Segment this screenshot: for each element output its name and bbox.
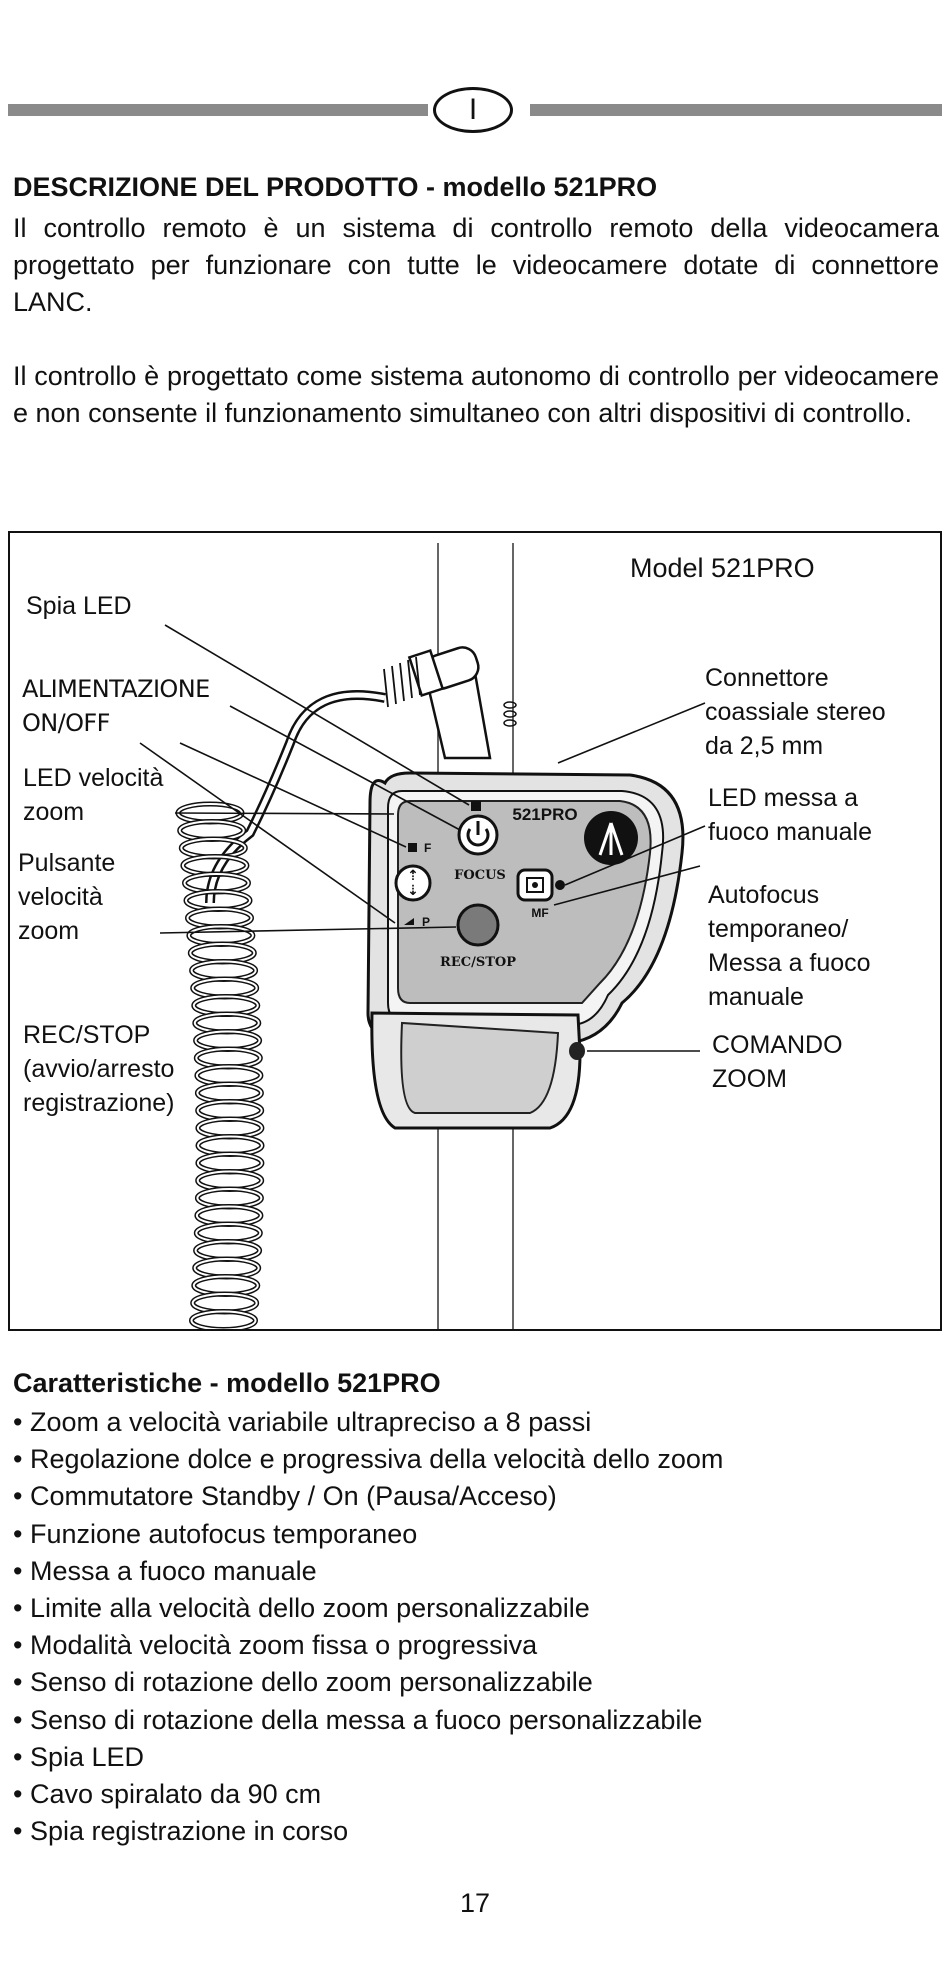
list-item: Funzione autofocus temporaneo bbox=[13, 1516, 723, 1553]
device-controls: ⇡ ⇣ 521PRO FOCUS REC/STOP MF F P bbox=[394, 801, 638, 970]
device-brand-label: 521PRO bbox=[512, 805, 577, 824]
svg-text:⇡: ⇡ bbox=[407, 868, 419, 884]
list-item: Zoom a velocità variabile ultrapreciso a… bbox=[13, 1404, 723, 1441]
description-paragraph-2: Il controllo è progettato come sistema a… bbox=[13, 361, 939, 428]
callout-connettore: Connettore coassiale stereo da 2,5 mm bbox=[705, 664, 886, 760]
list-item: Commutatore Standby / On (Pausa/Acceso) bbox=[13, 1478, 723, 1515]
cable-coil-highlight bbox=[190, 1310, 257, 1329]
device-p-label: P bbox=[422, 915, 430, 929]
remote-body bbox=[366, 771, 685, 1130]
callout-led-messa-fuoco: LED messa a fuoco manuale bbox=[708, 784, 873, 846]
callout-led-velocita: LED velocità zoom bbox=[23, 764, 164, 826]
led-indicator bbox=[471, 801, 481, 811]
coiled-cable bbox=[175, 690, 386, 1329]
features-list: Zoom a velocità variabile ultrapreciso a… bbox=[13, 1404, 723, 1850]
remote-control-illustration: ⇡ ⇣ 521PRO FOCUS REC/STOP MF F P bbox=[139, 543, 706, 1329]
description-paragraph-1: Il controllo remoto è un sistema di cont… bbox=[13, 213, 939, 317]
list-item: Modalità velocità zoom fissa o progressi… bbox=[13, 1627, 723, 1664]
svg-text:⇣: ⇣ bbox=[407, 883, 419, 899]
mf-led bbox=[555, 880, 565, 890]
list-item: Limite alla velocità dello zoom personal… bbox=[13, 1590, 723, 1627]
callout-autofocus: Autofocus temporaneo/ Messa a fuoco manu… bbox=[708, 881, 871, 1011]
list-item: Cavo spiralato da 90 cm bbox=[13, 1776, 723, 1813]
list-item: Spia LED bbox=[13, 1739, 723, 1776]
device-recstop-label: REC/STOP bbox=[440, 955, 516, 970]
list-item: Senso di rotazione della messa a fuoco p… bbox=[13, 1702, 723, 1739]
speed-led-p bbox=[404, 918, 414, 925]
callout-alimentazione: ALIMENTAZIONE ON/OFF bbox=[22, 675, 210, 737]
callout-pulsante-velocita: Pulsante velocità zoom bbox=[18, 849, 116, 945]
cable-coils bbox=[175, 801, 265, 1329]
connector-plug bbox=[383, 646, 517, 760]
speed-led-f bbox=[408, 843, 417, 852]
list-item: Spia registrazione in corso bbox=[13, 1813, 723, 1850]
device-f-label: F bbox=[424, 841, 431, 855]
list-item: Regolazione dolce e progressiva della ve… bbox=[13, 1441, 723, 1478]
device-mf-label: MF bbox=[531, 906, 548, 920]
description-title: DESCRIZIONE DEL PRODOTTO - modello 521PR… bbox=[13, 172, 658, 202]
list-item: Messa a fuoco manuale bbox=[13, 1553, 723, 1590]
list-item: Senso di rotazione dello zoom personaliz… bbox=[13, 1664, 723, 1701]
product-figure: ⇡ ⇣ 521PRO FOCUS REC/STOP MF F P bbox=[8, 531, 942, 1331]
zoom-speed-button bbox=[394, 864, 432, 902]
device-focus-label: FOCUS bbox=[454, 868, 506, 883]
page-number: 17 bbox=[459, 1888, 491, 1918]
callout-comando-zoom: COMANDO ZOOM bbox=[712, 1031, 843, 1093]
callout-spia-led: Spia LED bbox=[26, 592, 132, 620]
header-rule-right bbox=[530, 104, 942, 116]
header-rule-left bbox=[8, 104, 428, 116]
figure-model-label: Model 521PRO bbox=[630, 553, 815, 583]
callout-rec-stop: REC/STOP (avvio/arresto registrazione) bbox=[23, 1021, 175, 1117]
features-title: Caratteristiche - modello 521PRO bbox=[13, 1368, 441, 1398]
language-badge: I bbox=[433, 87, 513, 133]
rec-stop-button bbox=[456, 903, 500, 947]
callout-lines bbox=[139, 624, 706, 1052]
